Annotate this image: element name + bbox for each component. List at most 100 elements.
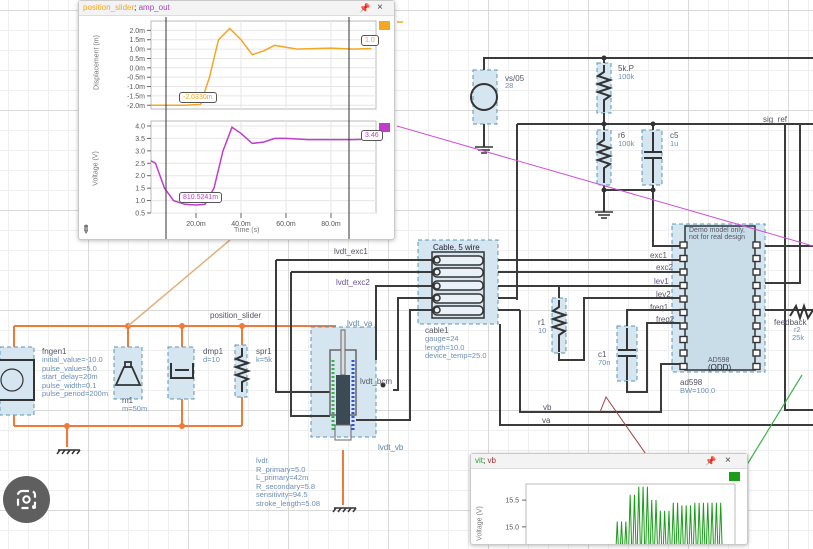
- pin-icon[interactable]: 📌: [705, 456, 717, 466]
- r1-name: r1: [538, 318, 546, 327]
- vsource-params: 28: [505, 81, 514, 90]
- cable-5-wire-icon: [431, 251, 485, 319]
- ic-pin: [752, 308, 761, 317]
- ic-pin: [752, 295, 761, 303]
- pin-icon[interactable]: 📌: [359, 3, 371, 13]
- y-tick-label: -2.0m: [127, 103, 145, 110]
- ic-pin: [679, 362, 688, 371]
- bottom-y-axis-title: Voltage (V): [92, 151, 100, 186]
- google-lens-button[interactable]: [3, 476, 50, 523]
- c5-params: 1u: [670, 139, 679, 148]
- ic-pin: [752, 281, 761, 290]
- spring-name: spr1: [256, 347, 272, 356]
- damper-params: d=10: [203, 355, 220, 364]
- ic-pin: [752, 254, 761, 263]
- mass-params: m=50m: [122, 404, 148, 413]
- ic-pin: [679, 322, 688, 330]
- ic-pin: [752, 241, 761, 249]
- series-line-vit: [615, 486, 723, 544]
- scope-plot[interactable]: 2.0m1.5m1.0m0.5m0.0m-0.5m-1.0m-1.5m-2.0m…: [79, 1, 394, 239]
- legend-swatch-position[interactable]: [379, 21, 390, 30]
- r6-name: r6: [618, 131, 626, 140]
- scope-window-vit-vb[interactable]: vit; vb 📌 × 15.515.014.5 Voltage (V): [470, 453, 748, 545]
- lvdt-name: lvdt: [256, 456, 268, 465]
- x-tick-label: 60.0m: [276, 221, 296, 228]
- resistor-icon: [594, 132, 614, 183]
- x-tick-label: 80.0m: [321, 221, 341, 228]
- vsource-body: [472, 69, 498, 125]
- schematic-canvas[interactable]: [0, 0, 813, 533]
- scope-titlebar[interactable]: position_slider; amp_out: [79, 1, 394, 16]
- vsource-name: vs/05: [505, 74, 525, 83]
- ad598-ic-icon: [679, 225, 761, 371]
- mech-ground-icon: [332, 507, 357, 513]
- y-tick-label: -1.5m: [127, 93, 145, 100]
- scope-trace-position: position_slider: [83, 3, 135, 12]
- net-label-freq2: freq2: [656, 315, 675, 324]
- spring-params: k=5k: [256, 355, 273, 364]
- legend-swatch-vit[interactable]: [729, 472, 740, 481]
- cursor-readout-left-bottom: 810.5241m: [179, 192, 223, 203]
- resistor-icon: [594, 65, 614, 112]
- capacitor-icon: [618, 328, 636, 380]
- scope-title-sep: ;: [134, 3, 137, 12]
- series-line-amp_out: [150, 126, 372, 206]
- y-tick-label: 2.0m: [129, 28, 145, 35]
- cursor-readout-right-bottom: 3.46: [361, 130, 383, 141]
- lvdt-params: lvdt R_primary=5.0 L_primary=42m R_secon…: [256, 456, 321, 509]
- y-tick-label: 3.5: [135, 136, 145, 143]
- ic-pin: [752, 335, 761, 344]
- ic-pin: [752, 268, 761, 276]
- top-y-axis-title: Displacement (m): [93, 35, 101, 90]
- ic-name: ad598: [680, 378, 703, 387]
- cable-params: gauge=24 length=10.0 device_temp=25.0: [425, 334, 487, 361]
- close-icon[interactable]: ×: [377, 2, 383, 13]
- scope2-trace-vb: vb: [487, 456, 496, 465]
- ic-part: AD598: [708, 357, 730, 364]
- probe-line: [744, 374, 803, 469]
- capacitor-icon: [644, 132, 662, 183]
- y-tick-label: 1.0: [135, 198, 145, 205]
- series-line-position_slider: [151, 27, 372, 107]
- ic-pin: [752, 362, 761, 371]
- ic-pin: [679, 241, 688, 249]
- c5-name: c5: [670, 131, 679, 140]
- net-label-vb: vb: [543, 403, 552, 412]
- net-label-lev1: lev1: [654, 277, 669, 286]
- y-tick-label: 2.5: [135, 161, 145, 168]
- net-label-va: va: [542, 416, 551, 425]
- feedback-sub: r2: [794, 325, 801, 334]
- scope2-plot[interactable]: 15.515.014.5: [471, 454, 747, 544]
- resistor-icon: [549, 300, 569, 352]
- y-tick-label: 1.0m: [129, 47, 145, 54]
- cursor-readout-right-top: 1.0: [361, 35, 379, 46]
- scope2-y-axis-title: Voltage (V): [476, 506, 484, 541]
- lvdt-param-list: R_primary=5.0 L_primary=42m R_secondary=…: [256, 464, 321, 508]
- ic-pin: [679, 295, 688, 303]
- x-axis-title: Time (s): [234, 227, 260, 234]
- resistor-icon: [789, 302, 813, 322]
- junction-dot: [239, 323, 245, 329]
- legend-swatch-amp[interactable]: [379, 123, 390, 132]
- y-tick-label: 15.0: [505, 524, 519, 531]
- rtop-params: 100k: [618, 72, 635, 81]
- ic-note: Demo model only, not for real design: [689, 227, 746, 241]
- probe-line: [396, 125, 813, 247]
- fngen-params: initial_value=-10.0 pulse_value=5.0 star…: [42, 355, 109, 399]
- ic-pin: [679, 268, 688, 276]
- feedback-params: 25k: [792, 333, 805, 342]
- ic-pin: [679, 254, 688, 263]
- c1-name: c1: [598, 350, 607, 359]
- ic-params: BW=100.0: [680, 386, 716, 395]
- y-tick-label: 2.0: [135, 173, 145, 180]
- scope2-title-sep: ;: [483, 456, 486, 465]
- junction-dot: [179, 423, 185, 429]
- mass-icon: [114, 361, 142, 386]
- close-icon[interactable]: ×: [725, 455, 731, 466]
- ic-pin: [679, 308, 688, 317]
- r6-params: 100k: [618, 139, 635, 148]
- function-generator-icon: [0, 359, 35, 401]
- scope2-titlebar[interactable]: vit; vb: [471, 454, 747, 469]
- lvdt-icon: [329, 329, 357, 441]
